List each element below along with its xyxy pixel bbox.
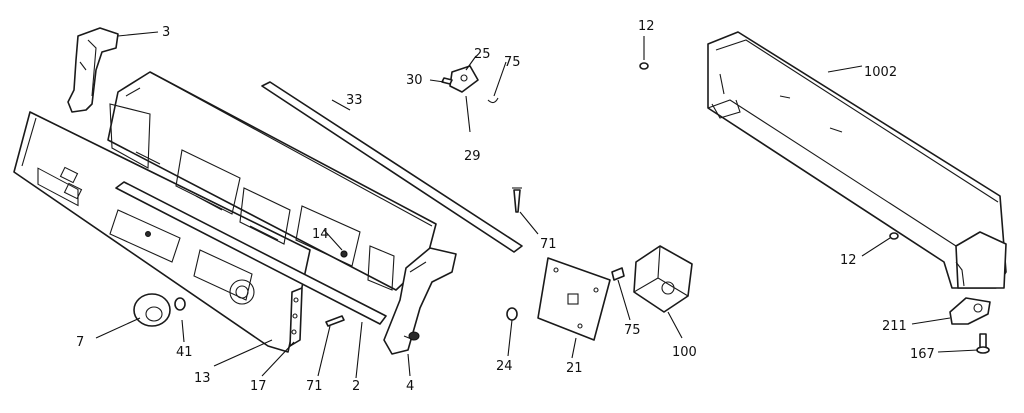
part-14-screw [340,250,348,258]
callout-1002: 1002 [864,65,897,80]
callout-4: 4 [406,379,414,394]
callout-labels: 3 33 30 25 75 29 12 1002 14 71 12 7 41 1… [76,19,935,394]
part-41-button [174,297,186,311]
part-13-control-panel [13,111,311,353]
callout-41: 41 [176,345,193,360]
part-12-grommet-top [639,62,649,70]
callout-211: 211 [882,319,907,334]
part-12-grommet-right [889,232,899,240]
callout-33: 33 [346,93,363,108]
part-24-clip [506,307,518,321]
callout-167: 167 [910,347,935,362]
part-console-body [107,71,437,291]
part-3-end-bracket [67,27,119,113]
callout-14: 14 [312,227,329,242]
callout-30: 30 [406,73,423,88]
callout-71-lower: 71 [306,379,323,394]
callout-17: 17 [250,379,267,394]
part-167-bolt [976,333,990,354]
part-21-board [537,257,611,341]
part-25-bracket [449,65,479,93]
callout-24: 24 [496,359,513,374]
part-71-screw-upper [512,187,522,213]
part-75-connector [611,267,625,281]
part-1002-console [707,31,1007,289]
part-75-clip-upper [487,97,499,104]
callout-2: 2 [352,379,360,394]
part-30-screw [441,77,453,85]
part-100-timer [633,245,693,313]
callout-25: 25 [474,47,491,62]
part-211-latch [949,297,991,325]
callout-21: 21 [566,361,583,376]
callout-75-lower: 75 [624,323,641,338]
part-4-end-cap [383,247,457,355]
callout-71-upper: 71 [540,237,557,252]
part-17-switch [289,287,303,347]
callout-12-right: 12 [840,253,857,268]
callout-12-top: 12 [638,19,655,34]
callout-100: 100 [672,345,697,360]
part-2-rail [115,181,387,325]
callout-75-upper: 75 [504,55,521,70]
leader-lines [95,31,979,379]
part-71-screw-lower [325,315,345,327]
callout-29: 29 [464,149,481,164]
callout-13: 13 [194,371,211,386]
part-33-trim-strip [261,81,523,253]
callout-3: 3 [162,25,170,40]
part-7-knob [133,293,171,327]
callout-7: 7 [76,335,84,350]
